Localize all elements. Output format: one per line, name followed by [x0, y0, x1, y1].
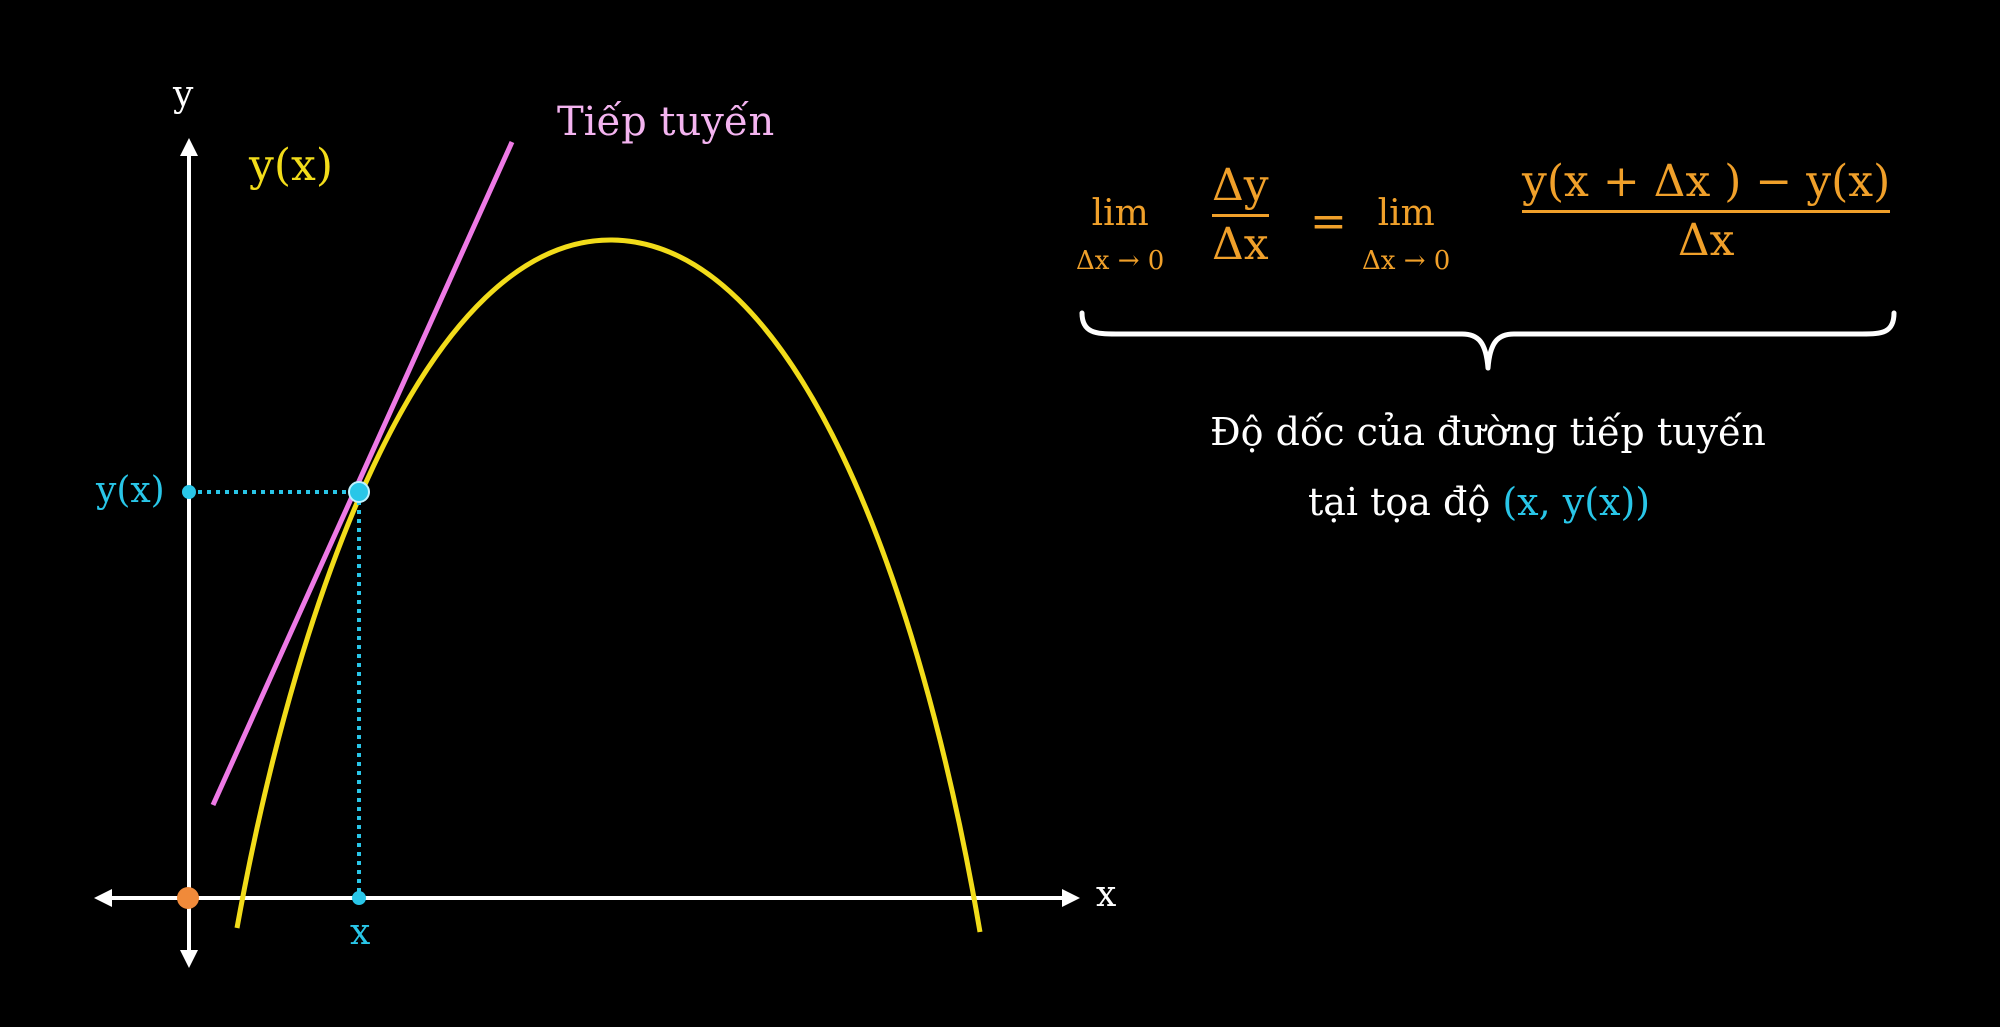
point-x-label: x: [350, 912, 371, 953]
origin-point: [177, 887, 199, 909]
fraction-difference-quotient: y(x + Δx ) − y(x) Δx: [1522, 156, 1891, 267]
lim-word-2: lim: [1377, 193, 1435, 234]
equals-sign: =: [1310, 196, 1347, 247]
fraction-bar: [1212, 214, 1269, 217]
curve-y-of-x: [234, 237, 983, 933]
difference-bar: [1522, 210, 1891, 213]
lim-subscript-2: Δx → 0: [1362, 246, 1451, 276]
limit-left: lim Δx → 0: [1076, 192, 1164, 276]
tangent-line: [210, 140, 515, 807]
lim-subscript: Δx → 0: [1076, 246, 1165, 276]
fraction-numerator: Δy: [1212, 160, 1269, 211]
x-axis-left-arrow-icon: [94, 889, 112, 907]
caption-coordinate: (x, y(x)): [1502, 480, 1651, 524]
caption-line-1: Độ dốc của đường tiếp tuyến: [1210, 410, 1766, 454]
x-axis-right-arrow-icon: [1062, 889, 1080, 907]
point-on-curve: [348, 481, 370, 503]
limit-right: lim Δx → 0: [1362, 192, 1450, 276]
difference-denominator: Δx: [1677, 215, 1735, 266]
fraction-dy-dx: Δy Δx: [1212, 160, 1269, 271]
caption-line-2: tại tọa độ (x, y(x)): [1308, 480, 1650, 524]
difference-numerator: y(x + Δx ) − y(x): [1522, 156, 1891, 207]
fraction-denominator: Δx: [1212, 219, 1269, 270]
lim-word: lim: [1091, 193, 1149, 234]
caption-prefix: tại tọa độ: [1308, 480, 1503, 524]
point-on-y-axis: [182, 485, 196, 499]
point-y-label: y(x): [96, 470, 165, 511]
y-axis-top-arrow-icon: [180, 138, 198, 156]
y-axis-label: y: [173, 74, 194, 115]
x-axis-label: x: [1096, 874, 1117, 915]
underbrace: [1079, 310, 1897, 371]
point-on-x-axis: [352, 891, 366, 905]
tangent-label: Tiếp tuyến: [557, 99, 775, 145]
y-axis-bottom-arrow-icon: [180, 950, 198, 968]
curve-label: y(x): [249, 140, 334, 191]
